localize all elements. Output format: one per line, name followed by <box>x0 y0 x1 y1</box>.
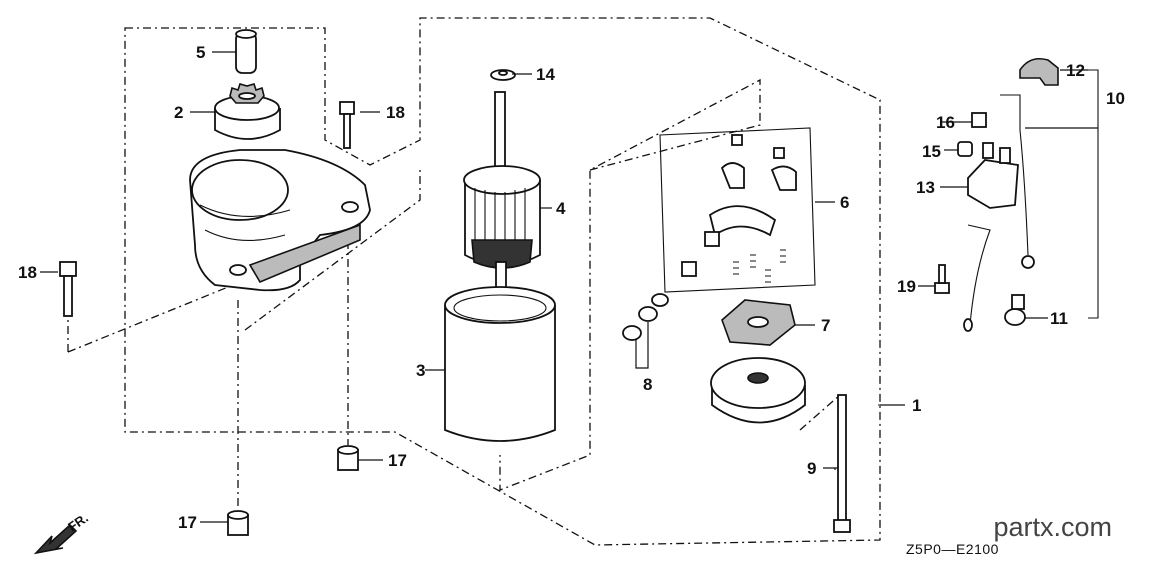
washer-part-14 <box>490 69 516 81</box>
callout-11: 11 <box>1050 309 1068 328</box>
callout-18-left: 18 <box>18 263 37 282</box>
callout-10: 10 <box>1106 89 1125 108</box>
yoke-part-3 <box>444 286 556 442</box>
bolt-part-19 <box>934 264 950 294</box>
callout-18-upper: 18 <box>386 103 405 122</box>
callout-16: 16 <box>936 113 955 132</box>
boot-part-11 <box>1004 294 1026 326</box>
collar-part-17-right <box>337 445 359 471</box>
solenoid-part-13 <box>967 142 1019 209</box>
cable-part-10 <box>1000 94 1035 269</box>
front-direction-marker: FR. <box>33 510 91 555</box>
callout-13: 13 <box>916 178 935 197</box>
callout-17-left: 17 <box>178 513 197 532</box>
brush-group-outline <box>499 78 761 491</box>
rear-cover <box>710 357 806 424</box>
nuts-part-8 <box>622 293 669 341</box>
front-housing <box>189 149 371 292</box>
callout-12: 12 <box>1066 61 1085 80</box>
group-bracket-10 <box>1088 69 1099 319</box>
callout-1: 1 <box>912 396 921 415</box>
brush-holder-part-6 <box>681 134 797 283</box>
callout-14: 14 <box>536 65 555 84</box>
callout-4: 4 <box>556 199 566 218</box>
callout-17-right: 17 <box>388 451 407 470</box>
watermark: partx.com <box>993 512 1112 542</box>
brush-plate-part-7 <box>721 299 796 346</box>
callout-15: 15 <box>922 142 941 161</box>
centerline-bolt-18 <box>244 170 421 331</box>
callout-3: 3 <box>416 361 425 380</box>
drawing-code: Z5P0—E2100 <box>906 541 999 557</box>
nut-part-16 <box>971 112 987 128</box>
callout-19: 19 <box>897 277 916 296</box>
armature-part-4 <box>463 91 541 293</box>
callout-8: 8 <box>643 375 652 394</box>
through-bolt-part-9 <box>833 394 851 533</box>
callout-7: 7 <box>821 316 830 335</box>
pinion-shaft-part-5 <box>235 29 257 74</box>
cap-part-15 <box>957 141 973 157</box>
assembly-outline <box>124 17 881 546</box>
callout-2: 2 <box>174 103 183 122</box>
callout-6: 6 <box>840 193 849 212</box>
centerline-bolt-9 <box>799 394 841 431</box>
bolt-part-18-left <box>59 261 77 317</box>
callout-5: 5 <box>196 43 205 62</box>
bolt-part-18-upper <box>339 101 355 149</box>
ground-cable <box>963 224 991 332</box>
front-arrow-icon <box>33 523 78 555</box>
callout-9: 9 <box>807 459 816 478</box>
collar-part-17-left <box>227 510 249 536</box>
brush-holder-bracket <box>659 127 816 293</box>
leader-lines <box>40 51 1098 523</box>
cap-part-12 <box>1019 57 1059 86</box>
pinion-gear-part-2 <box>214 83 281 140</box>
